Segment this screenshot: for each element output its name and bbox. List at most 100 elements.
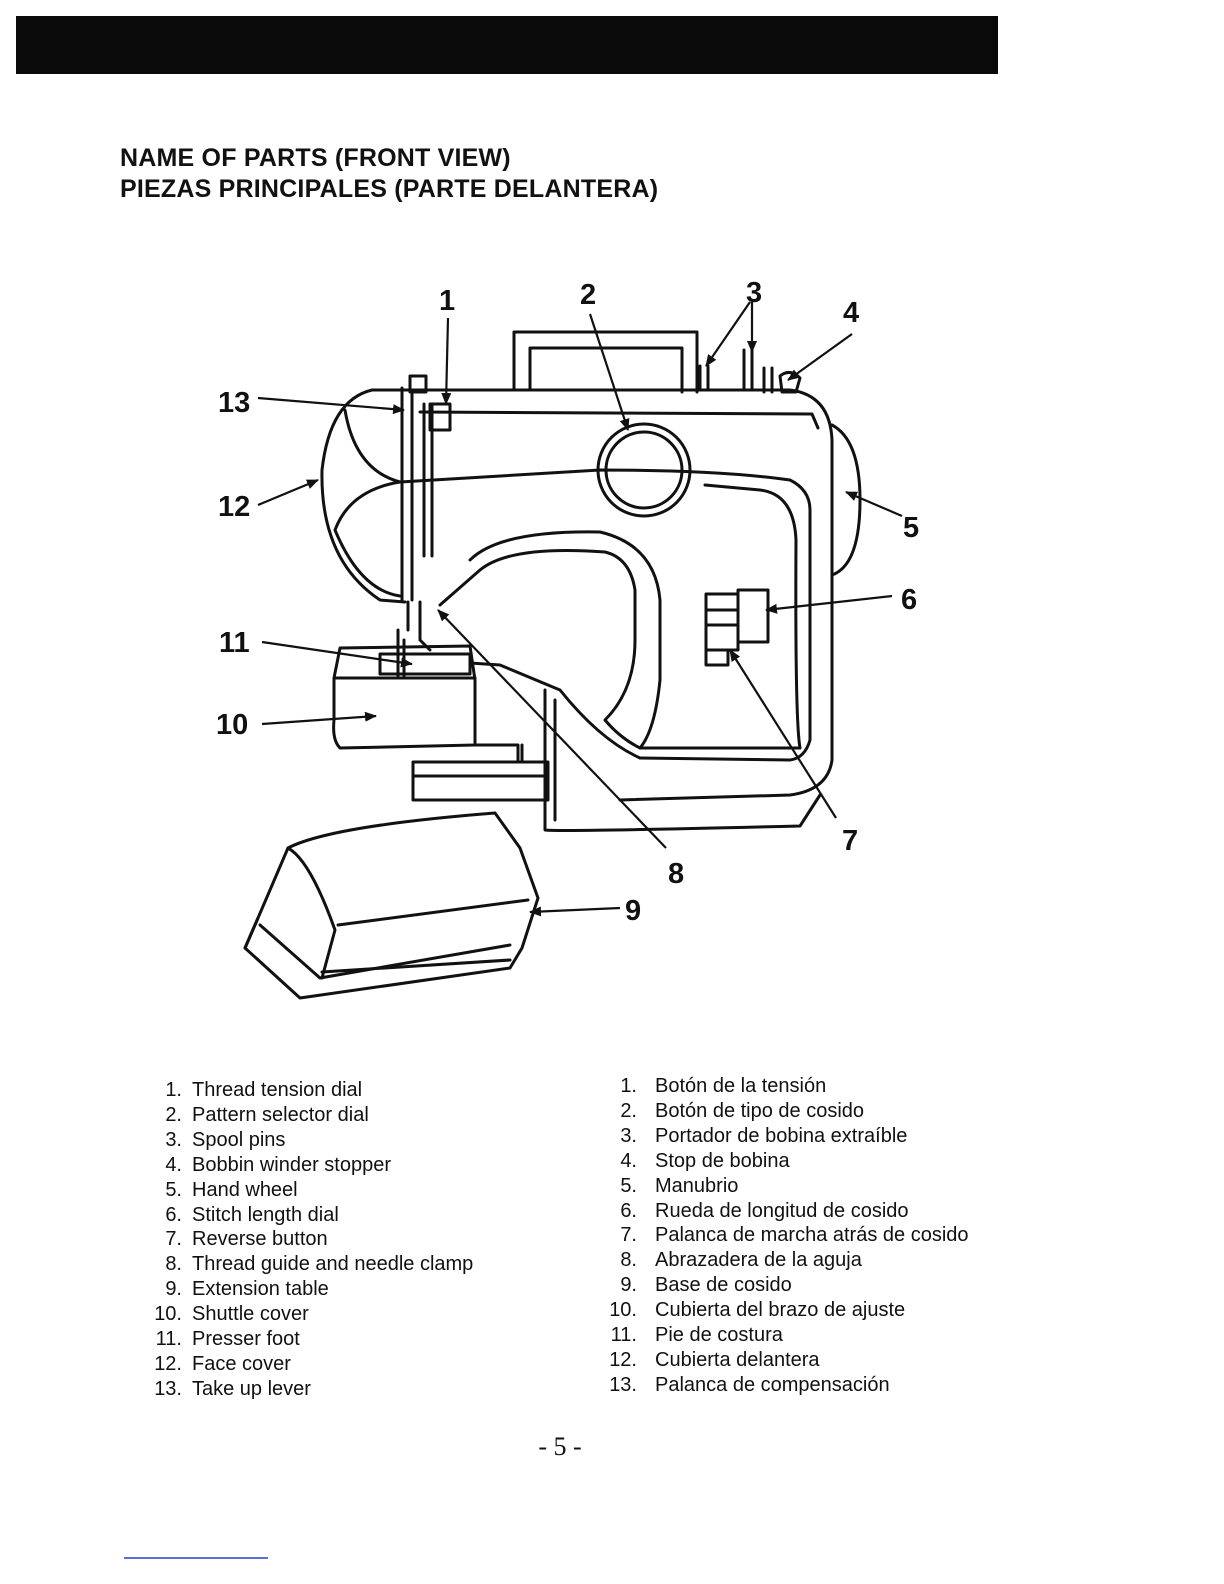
- list-item: 9. Extension table: [148, 1277, 473, 1302]
- item-number: 8.: [165, 1253, 182, 1276]
- item-number: 8.: [620, 1249, 637, 1272]
- callout-6: 6: [901, 584, 917, 616]
- callout-13: 13: [218, 387, 250, 419]
- item-label: Rueda de longitud de cosido: [655, 1199, 909, 1222]
- item-number: 7.: [620, 1224, 637, 1247]
- item-number: 12.: [609, 1348, 637, 1371]
- list-item: 4. Bobbin winder stopper: [148, 1153, 473, 1178]
- title-spanish: PIEZAS PRINCIPALES (PARTE DELANTERA): [120, 175, 659, 203]
- item-number: 2.: [165, 1103, 182, 1126]
- callout-8: 8: [668, 858, 684, 890]
- item-number: 4.: [165, 1153, 182, 1176]
- list-item: 2. Botón de tipo de cosido: [604, 1099, 969, 1124]
- item-label: Thread guide and needle clamp: [192, 1253, 474, 1276]
- item-label: Take up lever: [192, 1377, 311, 1400]
- item-label: Cubierta del brazo de ajuste: [655, 1299, 906, 1322]
- list-item: 12. Face cover: [148, 1352, 473, 1377]
- list-item: 8. Abrazadera de la aguja: [604, 1248, 969, 1273]
- item-number: 4.: [620, 1149, 637, 1172]
- list-item: 3. Spool pins: [148, 1128, 473, 1153]
- item-label: Base de cosido: [655, 1274, 792, 1297]
- title-english: NAME OF PARTS (FRONT VIEW): [120, 144, 511, 172]
- item-label: Bobbin winder stopper: [192, 1153, 392, 1176]
- item-number: 10.: [609, 1299, 637, 1322]
- item-number: 11.: [155, 1328, 182, 1351]
- item-number: 7.: [165, 1228, 182, 1251]
- list-item: 6. Rueda de longitud de cosido: [604, 1199, 969, 1224]
- leader-lines: [257, 301, 903, 917]
- list-item: 12.Cubierta delantera: [604, 1348, 969, 1373]
- item-label: Stitch length dial: [192, 1203, 339, 1226]
- callout-7: 7: [842, 825, 858, 857]
- list-item: 11. Pie de costura: [604, 1323, 969, 1348]
- item-number: 5.: [620, 1174, 637, 1197]
- item-number: 9.: [620, 1274, 637, 1297]
- parts-list-english: 1. Thread tension dial 2. Pattern selector…: [148, 1078, 473, 1402]
- list-item: 5. Manubrio: [604, 1174, 969, 1199]
- list-item: 3. Portador de bobina extraíble: [604, 1124, 969, 1149]
- item-label: Presser foot: [192, 1328, 300, 1351]
- item-number: 10.: [154, 1303, 182, 1326]
- callout-3: 3: [746, 277, 762, 309]
- item-number: 1.: [620, 1075, 637, 1097]
- callout-4: 4: [843, 297, 859, 329]
- list-item: 9. Base de cosido: [604, 1273, 969, 1298]
- item-label: Pattern selector dial: [192, 1103, 369, 1126]
- callout-12: 12: [218, 491, 250, 523]
- item-label: Palanca de marcha atrás de cosido: [655, 1224, 969, 1247]
- item-label: Botón de tipo de cosido: [655, 1099, 865, 1122]
- page-number: - 5 -: [538, 1432, 582, 1461]
- machine-drawing: [243, 330, 862, 1000]
- item-label: Hand wheel: [192, 1178, 298, 1201]
- item-label: Shuttle cover: [192, 1303, 309, 1326]
- item-label: Manubrio: [655, 1174, 739, 1197]
- item-label: Face cover: [192, 1352, 291, 1375]
- item-number: 6.: [620, 1199, 637, 1222]
- item-label: Thread tension dial: [192, 1079, 363, 1101]
- list-item: 5. Hand wheel: [148, 1178, 473, 1203]
- callout-1: 1: [439, 285, 455, 317]
- item-number: 13.: [154, 1377, 182, 1400]
- item-label: Abrazadera de la aguja: [655, 1249, 862, 1272]
- item-label: Spool pins: [192, 1128, 286, 1151]
- callout-numbers: 1 2 3 4 5 6 7 8 9 10 11 12 13: [216, 277, 919, 927]
- page-title: NAME OF PARTS (FRONT VIEW) PIEZAS PRINCI…: [120, 143, 658, 205]
- callout-5: 5: [903, 512, 919, 544]
- item-number: 3.: [165, 1128, 182, 1151]
- item-label: Extension table: [192, 1278, 329, 1301]
- item-number: 9.: [165, 1278, 182, 1301]
- item-number: 3.: [620, 1124, 637, 1147]
- list-item: 1. Botón de la tensión: [604, 1074, 969, 1099]
- item-number: 2.: [620, 1099, 637, 1122]
- header-bar: [16, 16, 998, 74]
- item-label: Palanca de compensación: [655, 1373, 890, 1396]
- item-number: 12.: [154, 1352, 182, 1375]
- item-label: Botón de la tensión: [655, 1075, 827, 1097]
- callout-10: 10: [216, 709, 248, 741]
- list-item: 13. Take up lever: [148, 1377, 473, 1402]
- list-item: 13. Palanca de compensación: [604, 1373, 969, 1398]
- list-item: 10. Shuttle cover: [148, 1302, 473, 1327]
- callout-11: 11: [219, 627, 250, 659]
- item-number: 1.: [165, 1079, 182, 1101]
- list-item: 1. Thread tension dial: [148, 1078, 473, 1103]
- item-number: 13.: [609, 1373, 637, 1396]
- list-item: 6. Stitch length dial: [148, 1203, 473, 1228]
- callout-2: 2: [580, 279, 596, 311]
- list-item: 11. Presser foot: [148, 1327, 473, 1352]
- list-item: 8. Thread guide and needle clamp: [148, 1252, 473, 1277]
- parts-list-spanish: 1. Botón de la tensión 2. Botón de tipo de…: [604, 1074, 969, 1398]
- item-number: 11.: [610, 1324, 637, 1347]
- list-item: 4. Stop de bobina: [604, 1149, 969, 1174]
- item-number: 5.: [165, 1178, 182, 1201]
- item-label: Portador de bobina extraíble: [655, 1124, 908, 1147]
- item-label: Stop de bobina: [655, 1149, 790, 1172]
- list-item: 2. Pattern selector dial: [148, 1103, 473, 1128]
- list-item: 10. Cubierta del brazo de ajuste: [604, 1298, 969, 1323]
- list-item: 7.Reverse button: [148, 1227, 473, 1252]
- callout-9: 9: [625, 895, 641, 927]
- item-number: 6.: [165, 1203, 182, 1226]
- list-item: 7. Palanca de marcha atrás de cosido: [604, 1223, 969, 1248]
- footer-rule: [124, 1557, 268, 1559]
- item-label: Pie de costura: [655, 1324, 783, 1347]
